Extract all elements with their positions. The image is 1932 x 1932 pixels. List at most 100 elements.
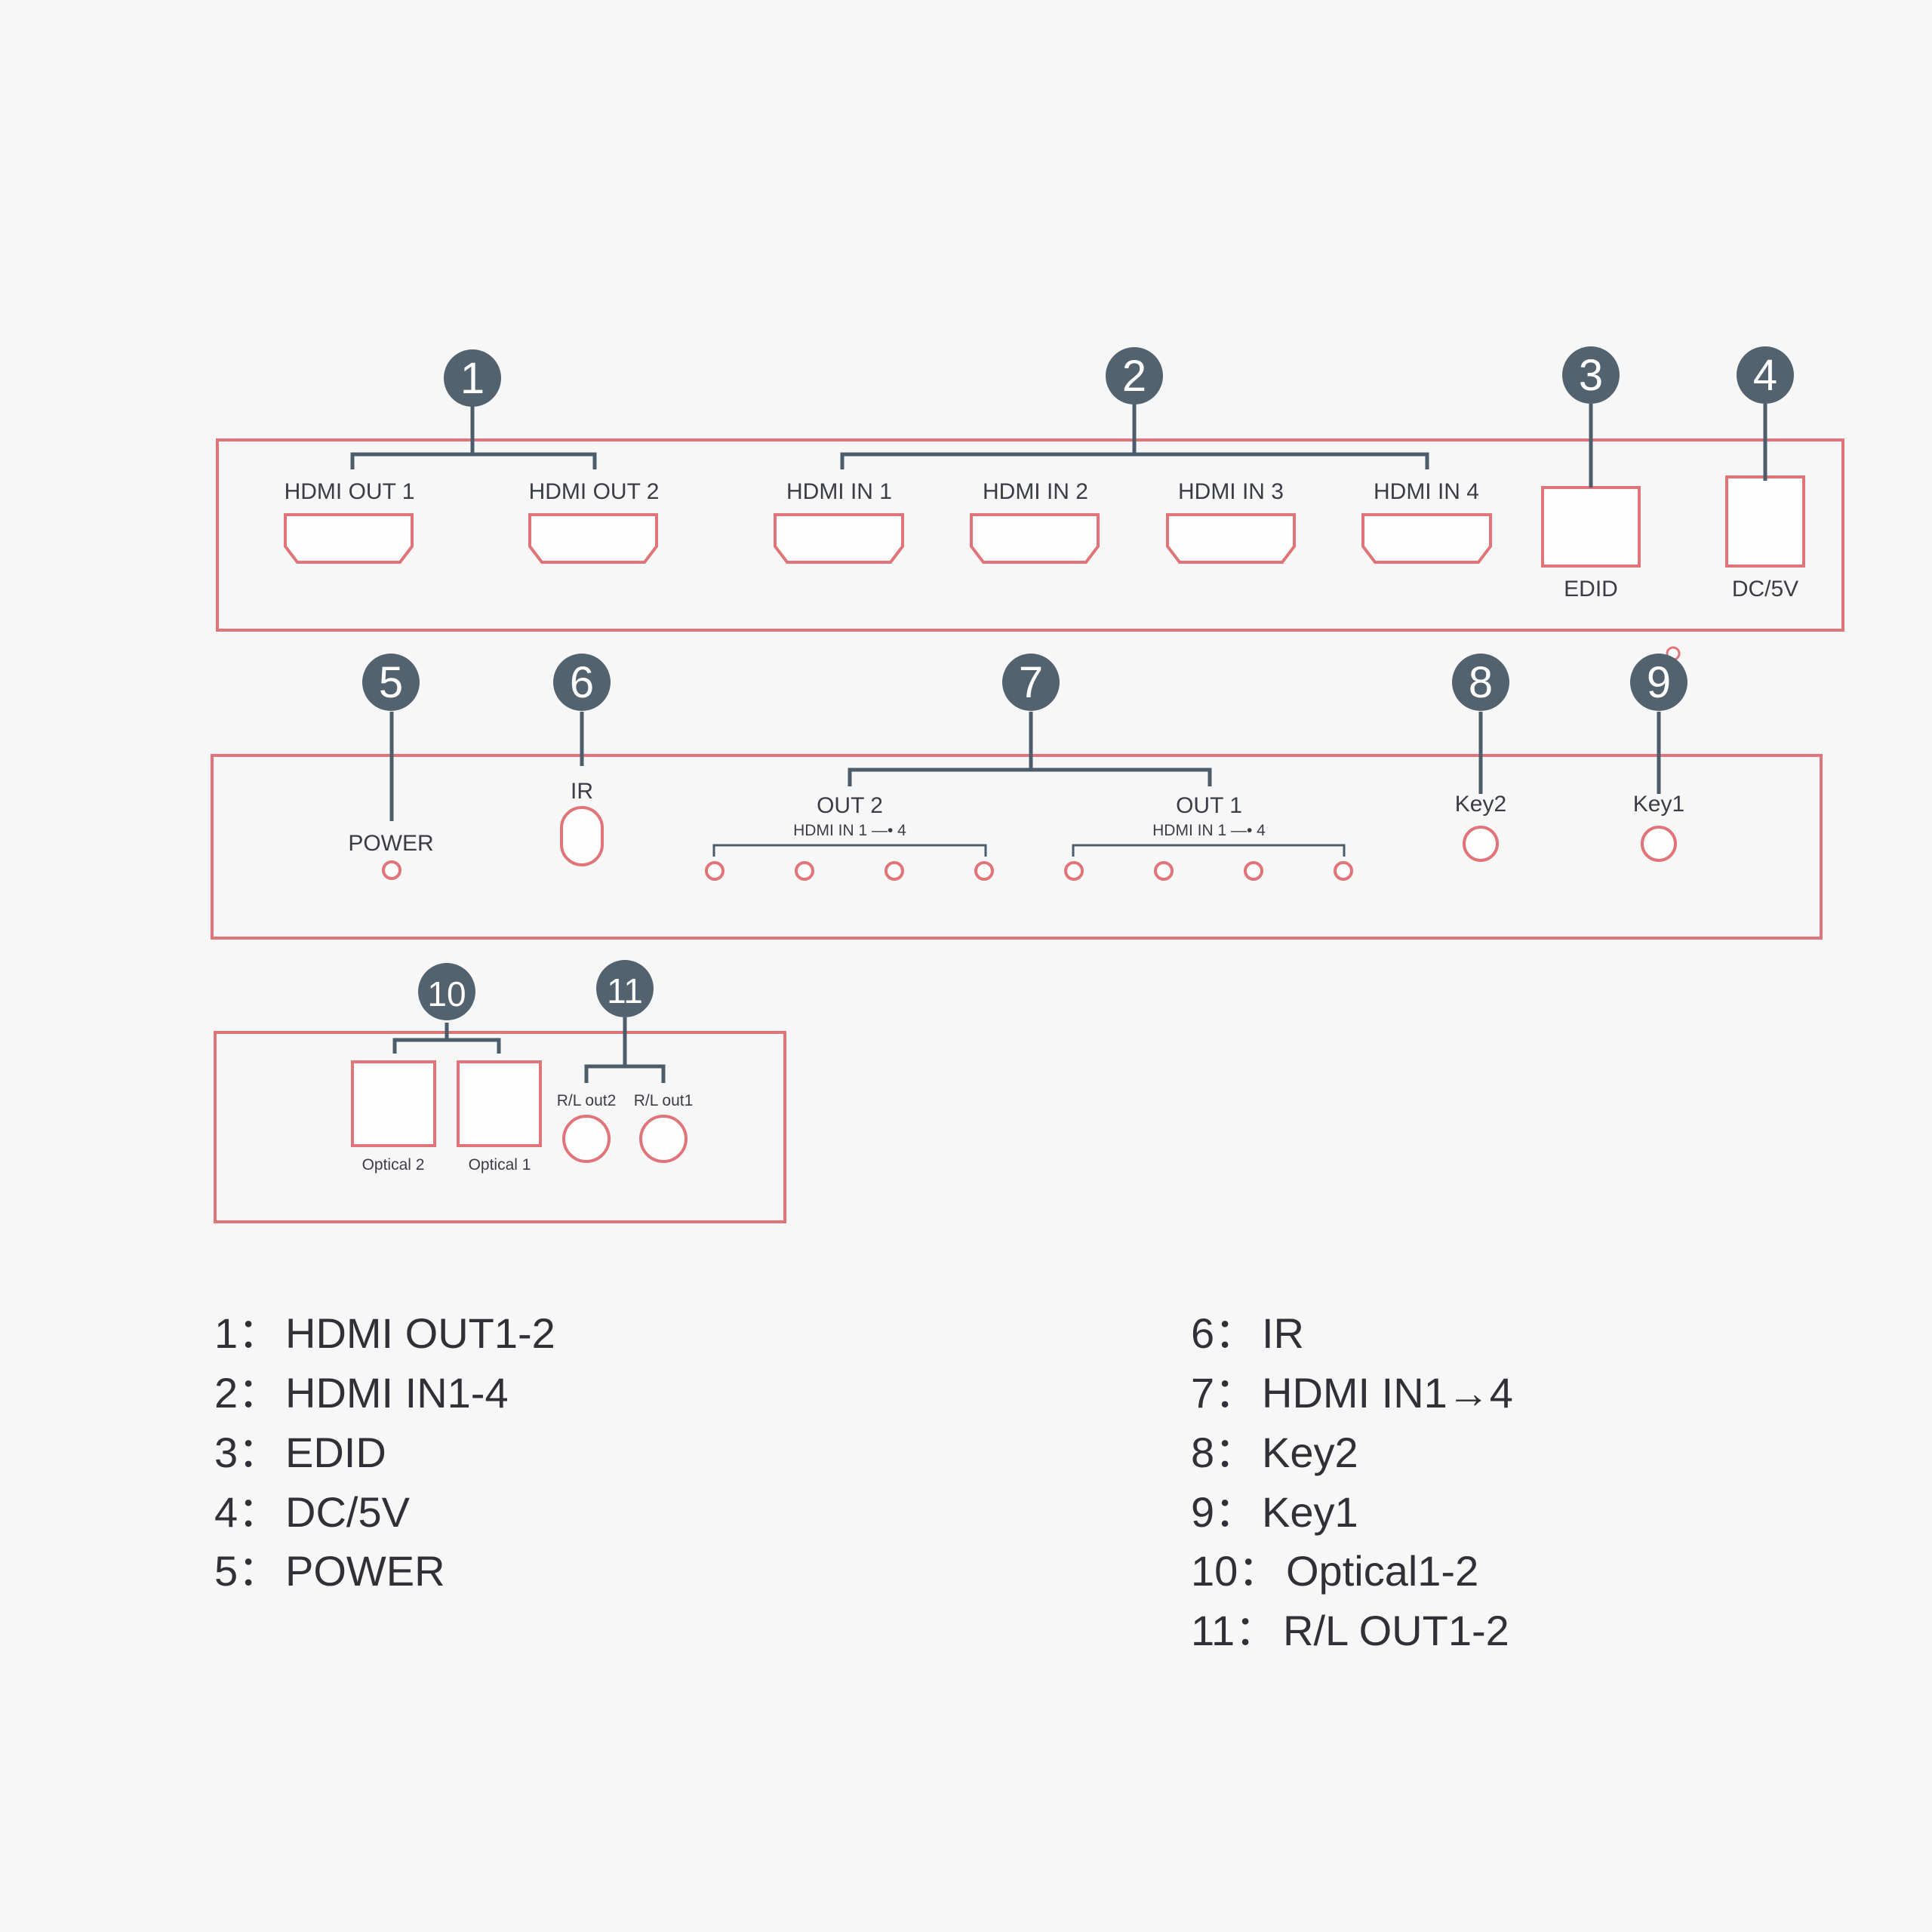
callout-2-badge — [1106, 347, 1163, 405]
hdmi-in-3-port[interactable] — [1166, 513, 1296, 564]
callout-2-number: 2 — [1122, 352, 1146, 401]
callout-6-number: 6 — [570, 658, 594, 707]
out-2-led-3 — [884, 861, 904, 881]
callout-8: 8 — [1452, 654, 1509, 711]
ir-label: IR — [571, 779, 593, 804]
optical-1-port[interactable] — [457, 1060, 542, 1147]
ir-sensor — [560, 806, 604, 866]
callout-5: 5 — [362, 654, 420, 711]
hdmi-out-2-label: HDMI OUT 2 — [529, 479, 660, 504]
legend-9-text: Key1 — [1262, 1488, 1358, 1536]
key1-label: Key1 — [1633, 792, 1684, 817]
out-1-led-4 — [1334, 861, 1353, 881]
optical-2-port[interactable] — [351, 1060, 436, 1147]
out-1-led-1 — [1064, 861, 1084, 881]
callout-8-number: 8 — [1469, 658, 1493, 707]
key2-button[interactable] — [1463, 826, 1499, 862]
callout-2: 2 — [1106, 347, 1163, 405]
rl-out1-label: R/L out1 — [634, 1092, 694, 1109]
rear-panel-outline — [216, 438, 1844, 632]
callout-6-badge — [553, 654, 611, 711]
audio-panel-outline — [214, 1031, 786, 1223]
audio-panel: Optical 2 Optical 1 R/L out2 R/L out1 — [214, 1017, 786, 1223]
legend-1-num: 1： — [214, 1309, 280, 1357]
legend-2-num: 2： — [214, 1369, 280, 1417]
callout-4-badge — [1737, 346, 1794, 404]
out-2-led-4 — [974, 861, 994, 881]
callout-3-badge — [1562, 346, 1620, 404]
key2-label: Key2 — [1455, 792, 1506, 817]
callout-11-badge — [596, 960, 654, 1017]
legend-5-num: 5： — [214, 1547, 280, 1595]
callout-7-number: 7 — [1019, 658, 1043, 707]
legend-6-text: IR — [1262, 1309, 1304, 1357]
legend-11-num: 11： — [1191, 1607, 1277, 1654]
callout-3-number: 3 — [1579, 351, 1603, 400]
legend-right: 6： IR 7： HDMI IN1→4 8： Key2 9： Key1 10： … — [1191, 1309, 1513, 1654]
hdmi-out-2-port[interactable] — [528, 513, 658, 564]
edid-switch[interactable] — [1541, 486, 1641, 568]
callout-7: 7 — [1002, 654, 1060, 711]
key1-button[interactable] — [1641, 826, 1677, 862]
hdmi-in-2-port[interactable] — [970, 513, 1100, 564]
callout-5-badge — [362, 654, 420, 711]
out-1-sublabel: HDMI IN 1 —• 4 — [1152, 822, 1266, 839]
legend-1-text: HDMI OUT1-2 — [285, 1309, 555, 1357]
edid-label: EDID — [1564, 577, 1618, 601]
out-2-led-1 — [705, 861, 724, 881]
dc5v-port[interactable] — [1725, 475, 1805, 568]
legend-7-text: HDMI IN1→4 — [1262, 1369, 1513, 1417]
legend-11-text: R/L OUT1-2 — [1283, 1607, 1509, 1654]
hdmi-in-3-label: HDMI IN 3 — [1178, 479, 1284, 504]
callout-4: 4 — [1737, 346, 1794, 404]
legend-8-num: 8： — [1191, 1429, 1257, 1476]
legend-3-text: EDID — [285, 1429, 386, 1476]
front-panel-outline — [211, 754, 1823, 940]
callout-7-badge — [1002, 654, 1060, 711]
hdmi-in-4-label: HDMI IN 4 — [1374, 479, 1479, 504]
dc5v-label: DC/5V — [1732, 577, 1798, 601]
hdmi-out-1-port[interactable] — [284, 513, 414, 564]
out-1-led-3 — [1244, 861, 1263, 881]
front-panel: POWER IR OUT 2 HDMI IN 1 —• 4 OUT 1 HDMI… — [211, 646, 1823, 940]
out-2-led-2 — [795, 861, 814, 881]
callout-1-number: 1 — [460, 354, 485, 403]
legend-left: 1： HDMI OUT1-2 2： HDMI IN1-4 3： EDID 4： … — [214, 1309, 555, 1595]
legend-2-text: HDMI IN1-4 — [285, 1369, 509, 1417]
legend-6-num: 6： — [1191, 1309, 1257, 1357]
hdmi-in-4-port[interactable] — [1361, 513, 1492, 564]
hdmi-in-1-port[interactable] — [774, 513, 904, 564]
callout-10-bracket — [392, 1023, 501, 1054]
rl-out1-jack[interactable] — [639, 1115, 688, 1163]
power-label: POWER — [348, 831, 433, 856]
legend-9-num: 9： — [1191, 1488, 1257, 1536]
optical-1-label: Optical 1 — [469, 1156, 531, 1174]
legend-8-text: Key2 — [1262, 1429, 1358, 1476]
out-2-bracket — [712, 844, 987, 857]
hdmi-out-1-label: HDMI OUT 1 — [285, 479, 415, 504]
callout-8-badge — [1452, 654, 1509, 711]
callout-10: 10 — [418, 963, 475, 1020]
rl-out2-label: R/L out2 — [557, 1092, 617, 1109]
callout-10-badge — [418, 963, 475, 1020]
callout-11-bracket — [584, 1017, 666, 1083]
rl-out2-jack[interactable] — [562, 1115, 611, 1163]
callout-10-number: 10 — [427, 974, 466, 1014]
legend-5-text: POWER — [285, 1547, 445, 1595]
out-1-bracket — [1072, 844, 1346, 857]
legend-10-text: Optical1-2 — [1286, 1547, 1478, 1595]
hdmi-in-2-label: HDMI IN 2 — [983, 479, 1088, 504]
callout-7-bracket — [848, 712, 1212, 786]
callout-9-badge — [1630, 654, 1687, 711]
legend-3-num: 3： — [214, 1429, 280, 1476]
out-1-led-2 — [1154, 861, 1174, 881]
callout-1: 1 — [444, 349, 501, 407]
callout-3: 3 — [1562, 346, 1620, 404]
callout-2-bracket — [840, 404, 1429, 469]
out-2-label: OUT 2 — [817, 793, 883, 818]
callout-9-number: 9 — [1647, 658, 1671, 707]
callout-9: 9 — [1630, 654, 1687, 711]
callout-1-badge — [444, 349, 501, 407]
callout-1-bracket — [350, 406, 597, 469]
